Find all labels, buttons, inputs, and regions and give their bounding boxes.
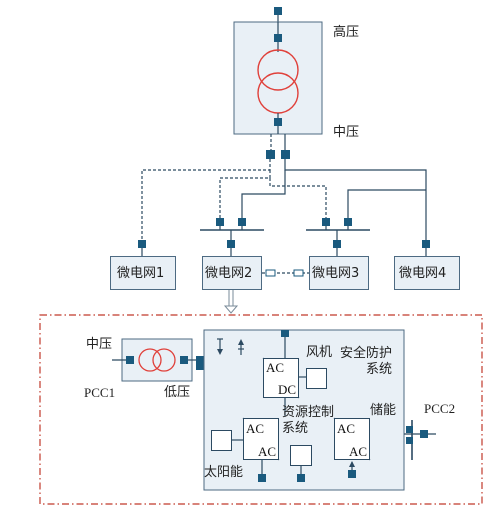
- security-system-label: 安全防护 系统: [340, 346, 393, 377]
- microgrid-3-box: 微电网3: [309, 256, 369, 290]
- high-voltage-label: 高压: [333, 25, 360, 40]
- arrow-down-icon: [217, 338, 223, 355]
- converter-icon: AC AC: [334, 418, 370, 460]
- breaker-node-icon: [196, 356, 204, 364]
- microgrid-4-label: 微电网4: [399, 266, 447, 281]
- breaker-node-icon: [258, 474, 266, 482]
- microgrid-2-box: 微电网2: [202, 256, 262, 290]
- breaker-node-icon: [420, 430, 428, 438]
- microgrid-2-label: 微电网2: [205, 266, 253, 281]
- resource-control-box: [290, 445, 312, 466]
- breaker-node-icon: [227, 240, 235, 248]
- converter-icon: AC AC: [243, 418, 279, 460]
- breaker-node-icon: [180, 356, 188, 364]
- low-voltage-label: 低压: [164, 385, 191, 400]
- breaker-node-icon: [281, 330, 289, 337]
- pcc1-group: [112, 338, 204, 382]
- pcc2-group: [404, 420, 436, 460]
- microgrid-4-box: 微电网4: [394, 256, 460, 290]
- breaker-node-icon: [344, 218, 352, 226]
- arrow-up-icon: [238, 339, 244, 355]
- microgrid-1-box: 微电网1: [110, 256, 176, 290]
- detail-medium-voltage-label: 中压: [86, 337, 113, 352]
- breaker-node-icon: [322, 218, 330, 226]
- breaker-node-icon: [348, 470, 356, 478]
- converter-storage-bottom: AC: [349, 444, 368, 459]
- breaker-node-icon: [216, 218, 224, 226]
- converter-acdc-top: AC: [266, 360, 285, 375]
- breaker-node-icon: [138, 240, 146, 248]
- solar-panel-box: [211, 430, 232, 451]
- converter-icon: AC DC: [263, 358, 299, 398]
- feeder-solid: [241, 159, 427, 240]
- converter-acdc-bottom: DC: [278, 382, 297, 397]
- breaker-node-icon: [274, 118, 282, 126]
- breaker-node-icon: [274, 7, 282, 15]
- breaker-node-icon: [266, 150, 275, 159]
- breaker-node-icon: [406, 426, 413, 433]
- pcc1-label: PCC1: [84, 385, 116, 400]
- substation: [233, 7, 323, 159]
- breaker-node-icon: [333, 240, 341, 248]
- breaker-node-icon: [406, 437, 413, 444]
- breaker-node-icon: [281, 150, 290, 159]
- converter-solar-top: AC: [246, 421, 265, 436]
- solar-label: 太阳能: [204, 465, 244, 480]
- feeder-dashed: [141, 159, 327, 240]
- wind-turbine-box: [306, 368, 327, 389]
- double-arrow-icon: [223, 290, 239, 314]
- microgrid-1-label: 微电网1: [117, 266, 165, 281]
- breaker-node-icon: [126, 356, 134, 364]
- breaker-node-icon: [297, 474, 305, 482]
- transformer-icon: [138, 348, 176, 372]
- medium-voltage-label: 中压: [333, 125, 360, 140]
- converter-solar-bottom: AC: [258, 444, 277, 459]
- detail-boundary: [39, 314, 483, 505]
- arrow-up-icon: [348, 461, 356, 478]
- tie-link-mg2-mg3: [262, 269, 310, 277]
- storage-label: 储能: [370, 403, 397, 418]
- microgrid-3-label: 微电网3: [312, 266, 360, 281]
- breaker-node-icon: [422, 240, 430, 248]
- breaker-node-icon: [274, 34, 282, 42]
- resource-control-label: 资源控制 系统: [282, 405, 335, 436]
- pcc2-label: PCC2: [424, 401, 456, 416]
- breaker-node-icon: [238, 218, 246, 226]
- bus-mg2: [200, 218, 264, 256]
- converter-storage-top: AC: [337, 421, 356, 436]
- wind-label: 风机: [306, 345, 333, 360]
- bus-mg3: [306, 218, 370, 256]
